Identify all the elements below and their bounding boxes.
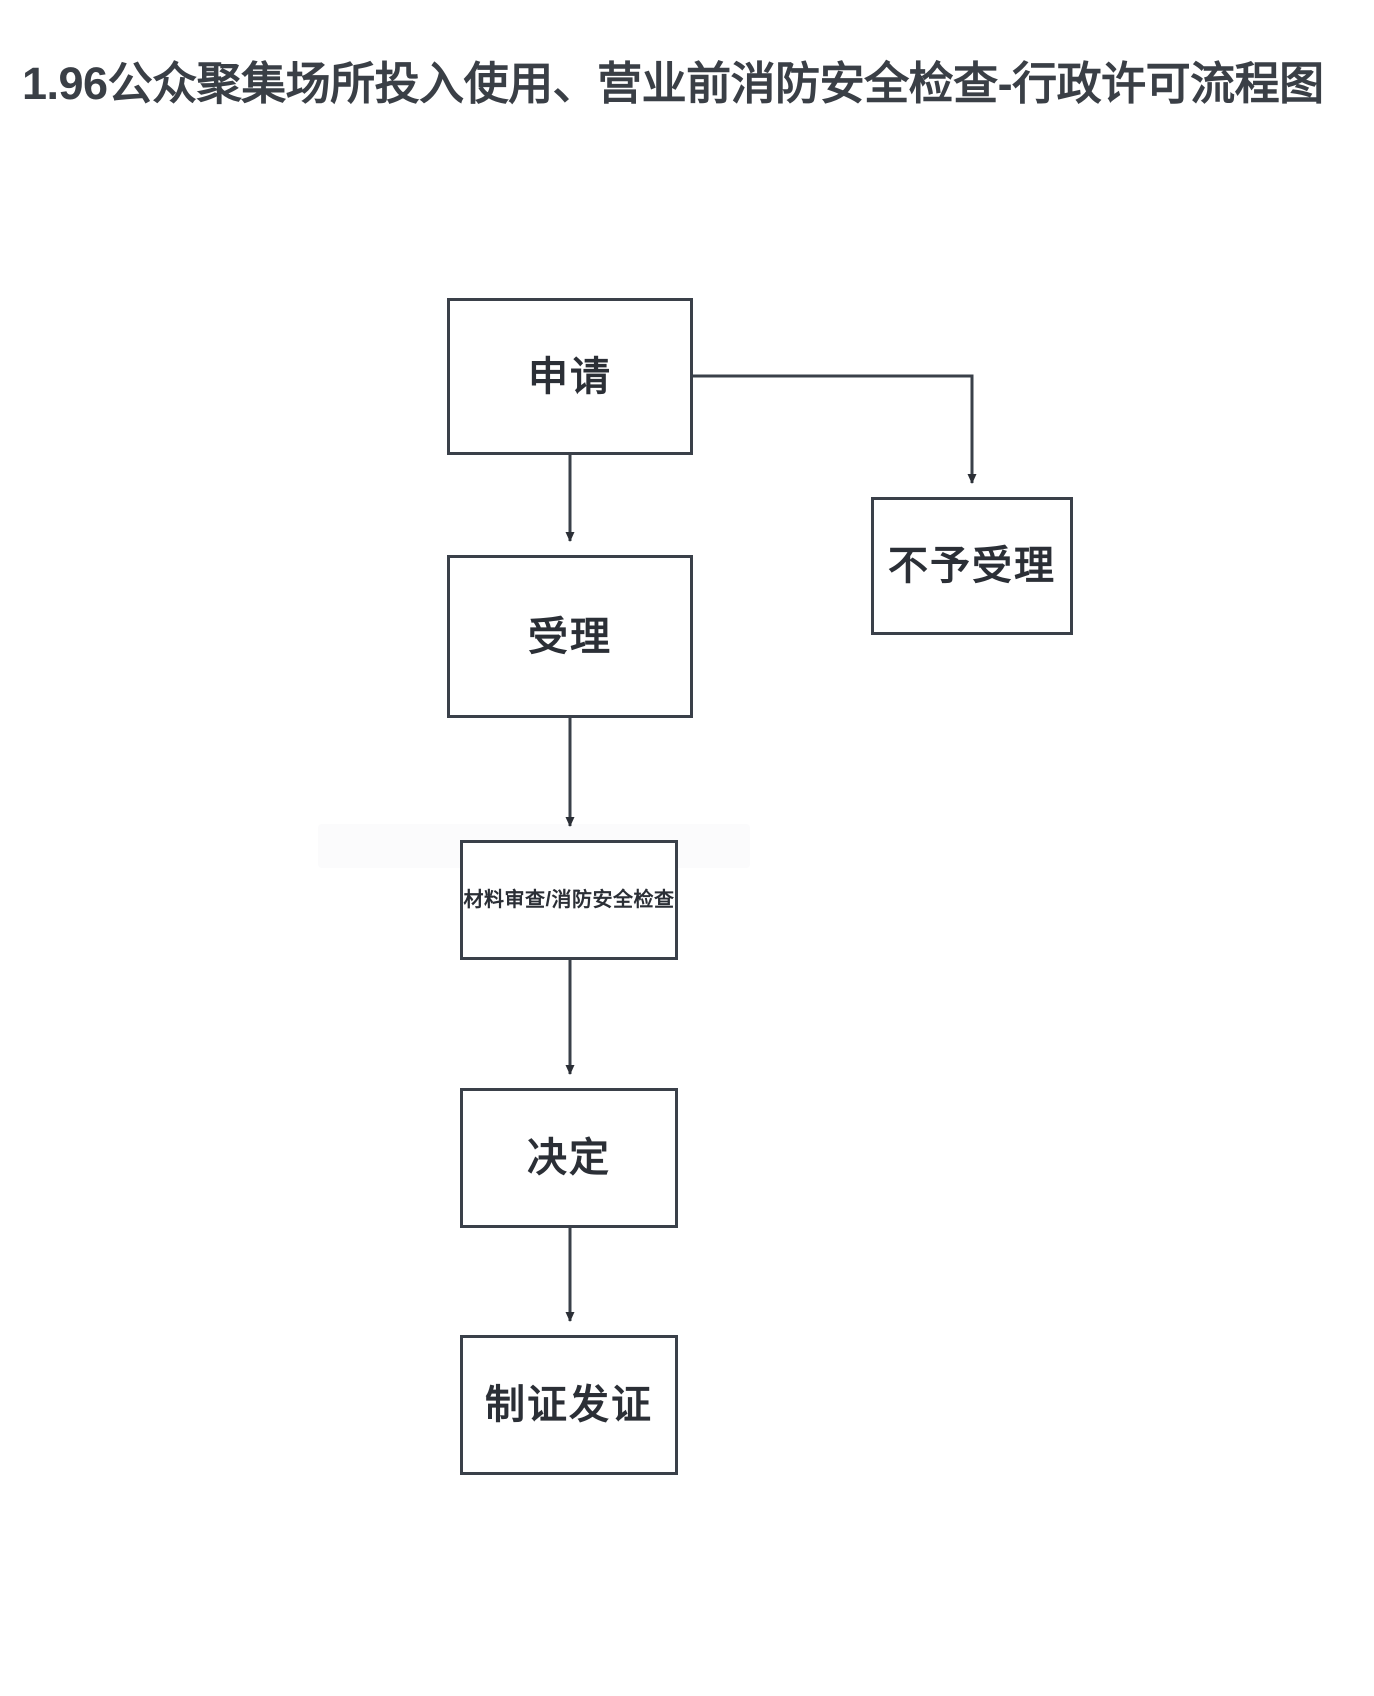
flow-node-decision-label: 决定 (527, 1136, 611, 1180)
flow-node-reject[interactable]: 不予受理 (871, 497, 1073, 635)
flow-node-review-label: 材料审查/消防安全检查 (463, 889, 675, 911)
flow-node-apply-label: 申请 (528, 354, 612, 399)
page-title: 1.96公众聚集场所投入使用、营业前消防安全检查-行政许可流程图 (22, 58, 1324, 109)
flow-node-decision[interactable]: 决定 (460, 1088, 678, 1228)
flow-node-apply[interactable]: 申请 (447, 298, 693, 455)
flow-node-review[interactable]: 材料审查/消防安全检查 (460, 840, 678, 960)
flow-node-reject-label: 不予受理 (888, 544, 1056, 588)
edge-apply-to-reject (693, 374, 977, 484)
flow-node-accept-label: 受理 (528, 614, 612, 659)
flow-node-accept[interactable]: 受理 (447, 555, 693, 718)
flow-node-issue[interactable]: 制证发证 (460, 1335, 678, 1475)
flow-node-issue-label: 制证发证 (485, 1383, 653, 1427)
